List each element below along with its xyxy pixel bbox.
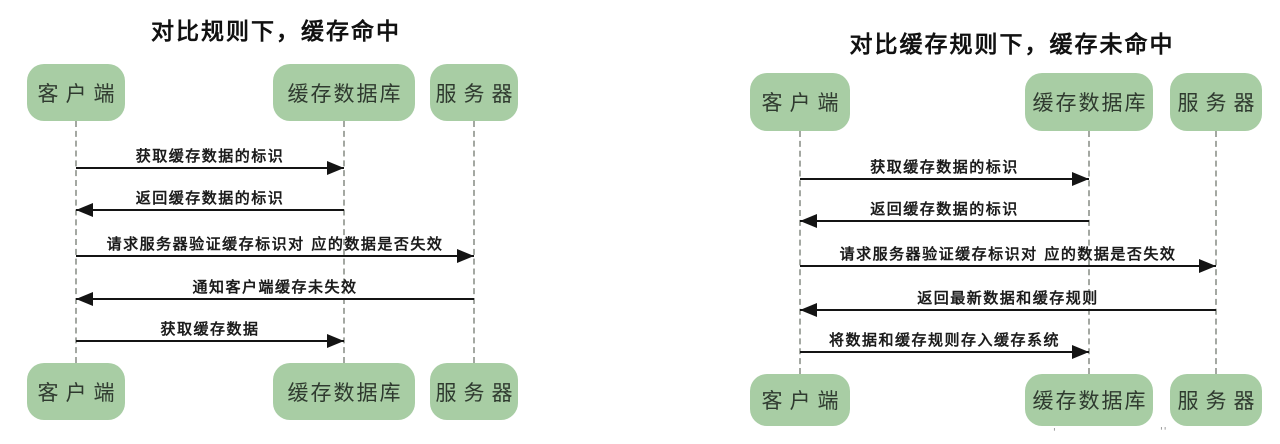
actor-box-client-bottom: 客户端 [750,374,850,426]
message-arrowhead-5 [1072,345,1089,359]
actor-box-client-bottom: 客户端 [27,363,125,420]
artifact-mark-2: '' [1160,426,1168,437]
message-line-2 [76,209,344,211]
diagram-title-cache-miss: 对比缓存规则下，缓存未命中 [849,32,1175,58]
actor-box-cache-db-bottom: 缓存数据库 [1025,374,1153,426]
message-label-2: 返回缓存数据的标识 [870,200,1019,218]
actor-box-cache-db-top: 缓存数据库 [1025,73,1153,131]
message-arrowhead-1 [1072,172,1089,186]
message-line-4 [800,309,1216,311]
actor-box-client-top: 客户端 [27,64,125,121]
message-label-5: 将数据和缓存规则存入缓存系统 [828,331,1061,349]
actor-box-server-bottom: 服务器 [1170,374,1262,426]
message-arrowhead-4 [800,303,817,317]
message-line-1 [800,178,1089,180]
lifeline-server [1215,131,1217,374]
message-line-5 [800,351,1089,353]
message-label-3: 请求服务器验证缓存标识对 应的数据是否失效 [106,235,444,253]
message-arrowhead-2 [76,203,93,217]
actor-box-server-top: 服务器 [430,64,518,121]
lifeline-cache-db [343,121,345,363]
message-label-1: 获取缓存数据的标识 [870,158,1019,176]
message-arrowhead-4 [76,292,93,306]
message-line-3 [76,255,474,257]
message-line-3 [800,265,1216,267]
message-line-4 [76,298,474,300]
lifeline-cache-db [1088,131,1090,374]
message-arrowhead-3 [1199,259,1216,273]
actor-box-server-top: 服务器 [1170,73,1262,131]
message-line-5 [76,340,344,342]
actor-box-cache-db-bottom: 缓存数据库 [273,363,415,420]
actor-box-cache-db-top: 缓存数据库 [273,64,415,121]
message-label-4: 通知客户端缓存未失效 [192,278,358,296]
lifeline-client [799,131,801,374]
actor-box-client-top: 客户端 [750,73,850,131]
lifeline-client [75,121,77,363]
message-label-1: 获取缓存数据的标识 [135,147,285,165]
lifeline-server [473,121,475,363]
message-line-1 [76,167,344,169]
message-arrowhead-3 [457,249,474,263]
artifact-mark-1: ' [1053,427,1057,438]
message-line-2 [800,220,1089,222]
message-arrowhead-1 [327,161,344,175]
actor-box-server-bottom: 服务器 [430,363,518,420]
message-label-2: 返回缓存数据的标识 [135,189,285,207]
message-label-3: 请求服务器验证缓存标识对 应的数据是否失效 [839,245,1177,263]
message-arrowhead-5 [327,334,344,348]
diagram-title-cache-hit: 对比规则下，缓存命中 [151,19,401,45]
message-label-4: 返回最新数据和缓存规则 [917,289,1099,307]
message-arrowhead-2 [800,214,817,228]
message-label-5: 获取缓存数据 [160,320,260,338]
